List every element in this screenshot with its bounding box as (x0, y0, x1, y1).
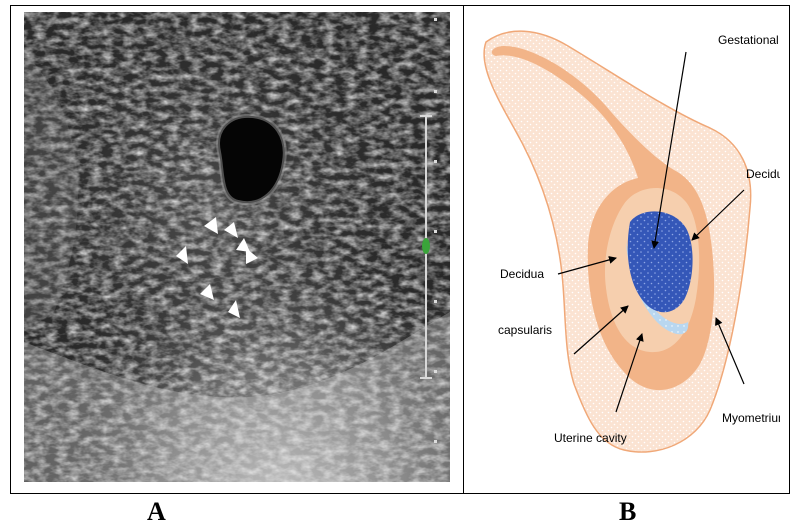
label-capsularis: capsularis (498, 323, 552, 337)
label-decidua-right: Decidua (746, 167, 780, 181)
ultrasound-panel (24, 12, 450, 482)
schematic-panel: Gestational Decidua Decidua capsularis U… (478, 12, 780, 482)
label-decidua-left: Decidua (500, 267, 544, 281)
label-uterine-cavity: Uterine cavity (554, 431, 627, 445)
panel-label-a: A (147, 498, 166, 526)
label-myometrium: Myometrium (722, 411, 780, 425)
panel-divider (463, 5, 464, 494)
label-gestational: Gestational (718, 33, 779, 47)
ultrasound-image (24, 12, 450, 482)
uterus-diagram: Gestational Decidua Decidua capsularis U… (478, 12, 780, 482)
gestational-sac-echo (218, 116, 285, 203)
panel-label-b: B (619, 498, 636, 526)
